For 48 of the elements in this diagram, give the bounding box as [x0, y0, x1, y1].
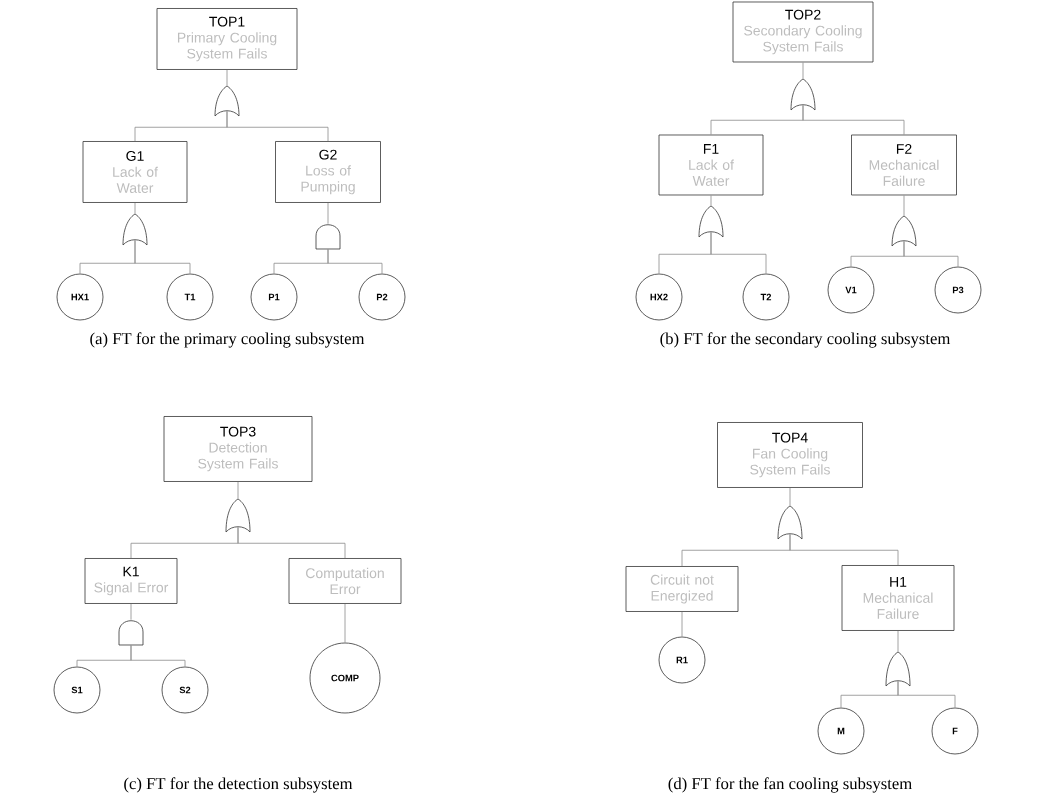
connector-line: [327, 248, 383, 274]
connector-line: [903, 195, 905, 217]
connector-line: [344, 603, 346, 643]
connector-line: [897, 630, 899, 653]
or-gate-symbol: [891, 215, 917, 247]
or-gate-symbol: [214, 85, 240, 117]
or-gate-symbol: [225, 498, 251, 533]
connector-line: [789, 533, 899, 566]
caption: (c) FT for the detection subsystem: [124, 777, 353, 793]
caption: (a) FT for the primary cooling subsystem: [90, 332, 365, 348]
connector-line: [226, 69, 228, 87]
event-box: F2 Mechanical Failure: [851, 134, 957, 196]
or-gate-symbol: [790, 78, 816, 111]
connector-line: [237, 481, 239, 500]
connector-line: [802, 62, 804, 80]
connector-line: [710, 231, 767, 274]
connector-line: [681, 611, 683, 637]
and-gate-symbol: [118, 620, 144, 646]
event-box: K1 Signal Error: [84, 558, 178, 604]
connector-line: [903, 240, 959, 267]
or-gate-symbol: [885, 651, 911, 687]
caption: (d) FT for the fan cooling subsystem: [668, 777, 912, 793]
event-box: TOP1 Primary Cooling System Fails: [156, 8, 298, 70]
connector-line: [134, 239, 191, 274]
connector-line: [226, 110, 329, 142]
event-box: Computation Error: [288, 558, 402, 604]
connector-line: [897, 680, 956, 708]
event-box: Circuit not Energized: [625, 566, 739, 612]
event-box: H1 Mechanical Failure: [841, 565, 955, 631]
event-box: TOP3 Detection System Fails: [163, 416, 313, 482]
event-box: TOP4 Fan Cooling System Fails: [717, 422, 863, 488]
connector-line: [130, 603, 132, 621]
connector-line: [237, 526, 346, 559]
caption: (b) FT for the secondary cooling subsystem: [660, 332, 951, 348]
connector-line: [134, 202, 136, 215]
or-gate-symbol: [698, 205, 724, 238]
event-box: G2 Loss of Pumping: [275, 141, 381, 203]
event-box: TOP2 Secondary Cooling System Fails: [732, 1, 874, 63]
event-box: G1 Lack of Water: [82, 141, 188, 203]
connector-line: [327, 202, 329, 225]
event-box: F1 Lack of Water: [658, 134, 764, 196]
connector-line: [130, 644, 186, 667]
or-gate-symbol: [122, 213, 148, 246]
connector-line: [802, 104, 905, 135]
connector-line: [710, 195, 712, 207]
connector-line: [789, 487, 791, 507]
or-gate-symbol: [777, 505, 803, 540]
and-gate-symbol: [315, 224, 341, 250]
